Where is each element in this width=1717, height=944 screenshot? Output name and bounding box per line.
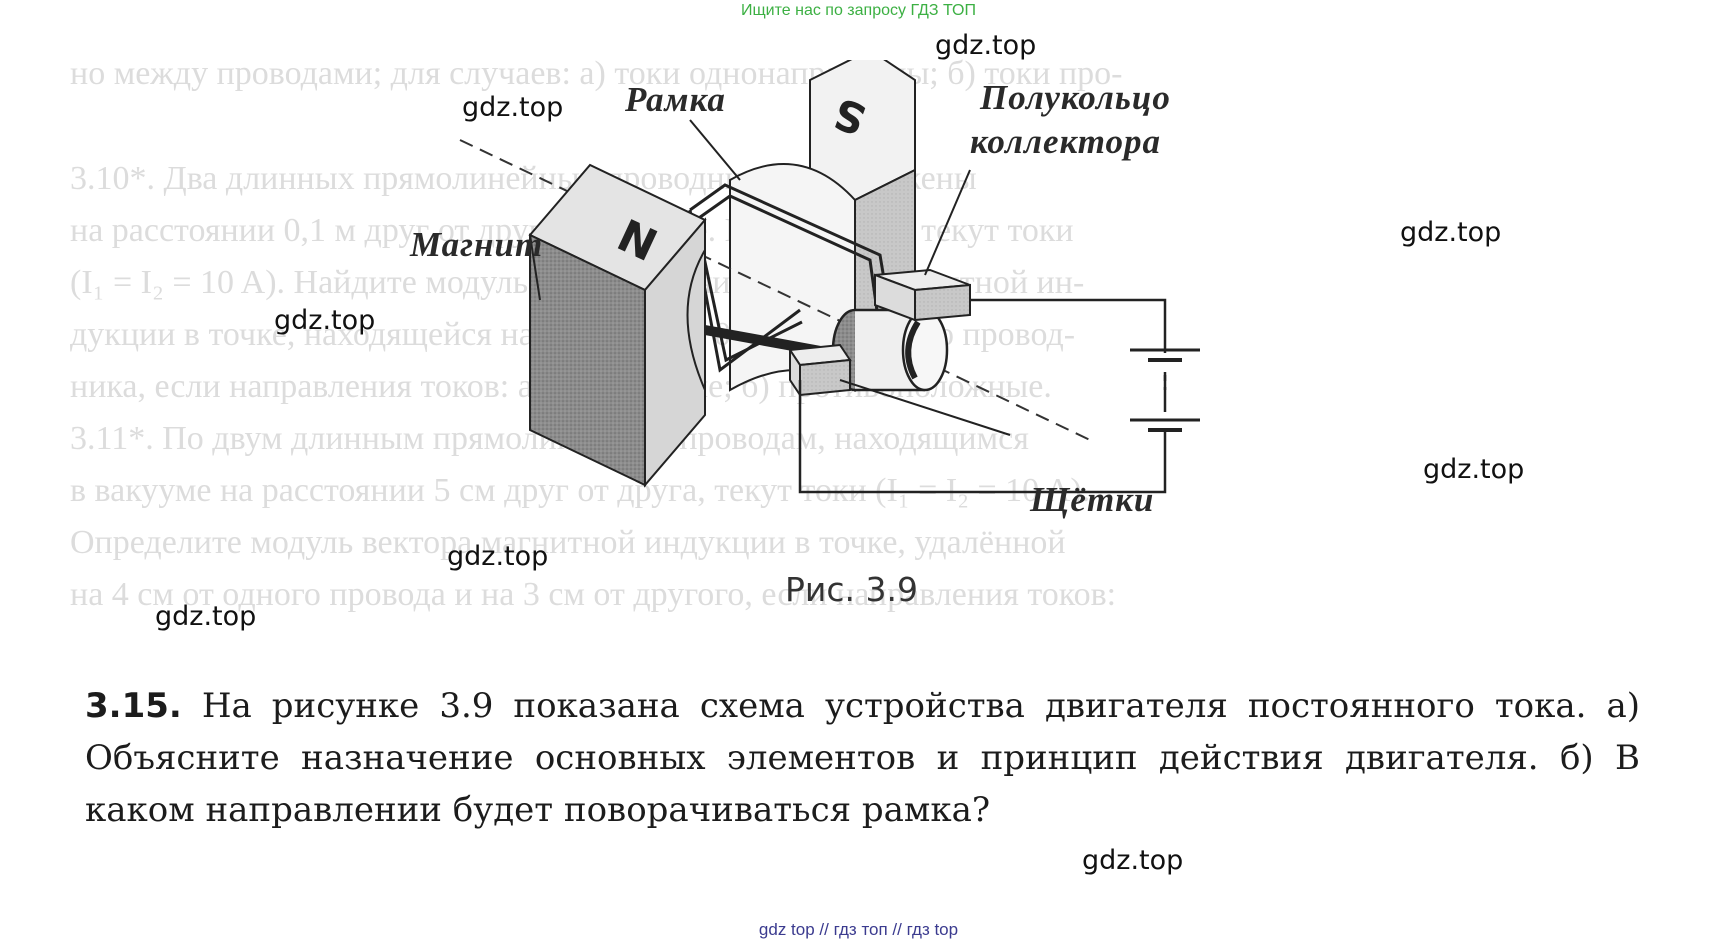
battery <box>1130 348 1200 432</box>
brushes <box>788 268 971 399</box>
brushes-leader <box>839 379 1011 436</box>
motor-diagram: S N <box>370 48 1320 620</box>
label-frame: Рамка <box>625 80 726 119</box>
watermark: gdz.top <box>1400 217 1502 248</box>
task-number: 3.15. <box>85 686 182 726</box>
frame-leader <box>689 119 741 181</box>
dc-motor-drawing: S N <box>459 48 1200 494</box>
watermark: gdz.top <box>274 305 376 336</box>
bleed-through-line: на 4 см от одного провода и на 3 см от д… <box>70 576 1117 613</box>
label-magnet: Магнит <box>410 225 544 264</box>
label-brushes: Щётки <box>1030 480 1155 519</box>
task-text: На рисунке 3.9 показана схема устройства… <box>85 686 1640 830</box>
top-banner[interactable]: Ищите нас по запросу ГДЗ ТОП <box>741 2 976 19</box>
label-commutator-line1: Полукольцо <box>980 78 1171 117</box>
watermark: gdz.top <box>1423 454 1525 485</box>
figure-caption: Рис. 3.9 <box>785 570 918 609</box>
bleed-through-line: в вакууме на расстоянии 5 см друг от дру… <box>70 472 1091 509</box>
watermark: gdz.top <box>447 541 549 572</box>
watermark: gdz.top <box>155 601 257 632</box>
watermark: gdz.top <box>1082 845 1184 876</box>
watermark: gdz.top <box>935 30 1037 61</box>
bleed-through-line: но между проводами; для случаев: а) токи… <box>70 55 1123 92</box>
magnet-leader <box>529 234 541 301</box>
commutator-leader <box>924 169 971 276</box>
rotation-axis <box>459 139 1091 441</box>
label-commutator-line2: коллектора <box>970 122 1162 161</box>
bleed-through-line: Определите модуль вектора магнитной инду… <box>70 524 1066 561</box>
watermark: gdz.top <box>462 92 564 123</box>
footer-links[interactable]: gdz top // гдз топ // гдз top <box>758 920 959 939</box>
task-3-15: 3.15. На рисунке 3.9 показана схема устр… <box>85 680 1640 836</box>
magnet-n-pole <box>528 163 707 488</box>
